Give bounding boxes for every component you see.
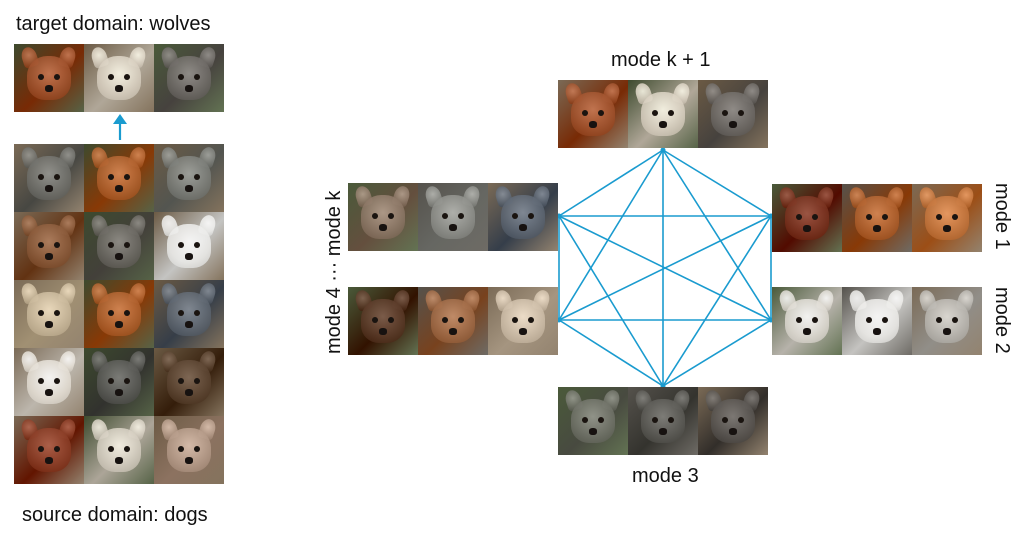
graph-edge [662, 215, 772, 387]
mode-1-strip [772, 184, 982, 252]
target-domain-label: target domain: wolves [16, 13, 211, 35]
animal-photo [842, 287, 912, 355]
mode-2-label: mode 2 [991, 287, 1013, 354]
arrow-head [113, 114, 127, 124]
animal-photo [14, 144, 84, 212]
animal-photo [154, 416, 224, 484]
mode-4-strip [348, 287, 558, 355]
source-dog-grid [14, 144, 224, 484]
mode-3-strip [558, 387, 768, 455]
animal-photo [348, 183, 418, 251]
animal-photo [154, 144, 224, 212]
animal-photo [698, 80, 768, 148]
animal-photo [14, 280, 84, 348]
animal-photo [84, 144, 154, 212]
graph-node [660, 147, 666, 153]
graph-edge [558, 149, 664, 321]
animal-photo [154, 280, 224, 348]
graph-edge [662, 149, 772, 217]
source-row-5 [14, 416, 224, 484]
animal-photo [418, 183, 488, 251]
mode-1-label: mode 1 [991, 183, 1013, 250]
animal-photo [772, 184, 842, 252]
mode-3-label: mode 3 [632, 465, 699, 487]
animal-photo [84, 416, 154, 484]
source-row-2 [14, 212, 224, 280]
graph-edge [558, 215, 772, 321]
source-row-4 [14, 348, 224, 416]
animal-photo [628, 387, 698, 455]
graph-edge [558, 215, 664, 387]
animal-photo [84, 44, 154, 112]
animal-photo [418, 287, 488, 355]
animal-photo [14, 416, 84, 484]
target-wolf-strip [14, 44, 224, 112]
mode-k-plus-1-label: mode k + 1 [611, 49, 711, 71]
animal-photo [348, 287, 418, 355]
animal-photo [772, 287, 842, 355]
animal-photo [628, 80, 698, 148]
animal-photo [154, 44, 224, 112]
graph-edge [662, 149, 772, 321]
mode-k-plus-1-strip [558, 80, 768, 148]
animal-photo [154, 212, 224, 280]
animal-photo [84, 280, 154, 348]
animal-photo [912, 287, 982, 355]
animal-photo [14, 44, 84, 112]
graph-edge [558, 149, 664, 217]
animal-photo [558, 80, 628, 148]
animal-photo [558, 387, 628, 455]
source-row-1 [14, 144, 224, 212]
animal-photo [84, 212, 154, 280]
graph-edge [558, 319, 664, 387]
graph-edges [556, 147, 774, 389]
animal-photo [842, 184, 912, 252]
animal-photo [154, 348, 224, 416]
animal-photo [488, 183, 558, 251]
animal-photo [488, 287, 558, 355]
animal-photo [14, 212, 84, 280]
mode-4-to-k-strip [348, 183, 558, 251]
animal-photo [14, 348, 84, 416]
mode-4-to-k-label: mode 4 ··· mode k [323, 190, 345, 354]
animal-photo [912, 184, 982, 252]
graph-edge [662, 319, 772, 387]
source-row-3 [14, 280, 224, 348]
source-to-target-arrow [113, 114, 127, 140]
animal-photo [698, 387, 768, 455]
source-domain-label: source domain: dogs [22, 504, 208, 526]
mode-2-strip [772, 287, 982, 355]
animal-photo [84, 348, 154, 416]
